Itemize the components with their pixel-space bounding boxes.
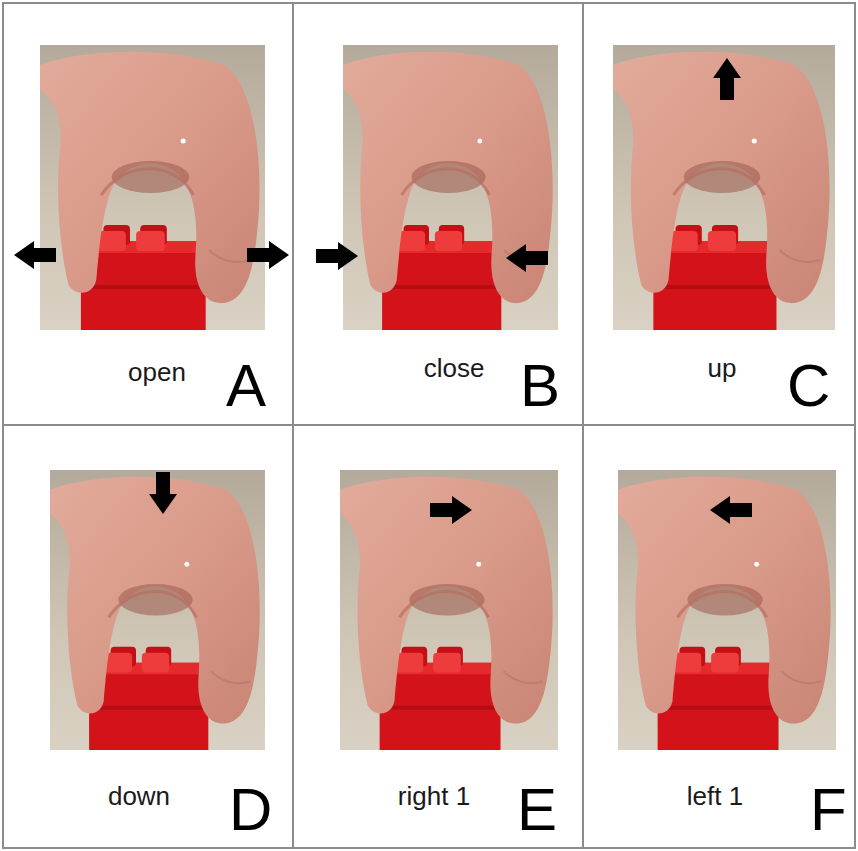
hand-photo [343, 45, 558, 330]
panel-letter: D [229, 780, 272, 840]
motion-label: left 1 [687, 782, 743, 812]
panel-letter: A [226, 356, 266, 416]
direction-arrow [506, 244, 548, 272]
panel-cell: up C [582, 2, 856, 426]
panel-letter: C [787, 356, 830, 416]
direction-arrow [713, 58, 741, 100]
panel-cell: left 1 F [582, 424, 856, 849]
hand-photo [613, 45, 835, 330]
direction-arrow [149, 472, 177, 514]
panel-cell: right 1 E [292, 424, 584, 849]
motion-label: down [108, 782, 170, 812]
panel-cell: close B [292, 2, 584, 426]
hand-photo [340, 470, 558, 750]
panel-letter: E [517, 780, 557, 840]
direction-arrow [710, 496, 752, 524]
panel-letter: B [520, 356, 560, 416]
motion-label: right 1 [398, 782, 470, 812]
motion-label: close [424, 354, 485, 384]
direction-arrow [14, 241, 56, 269]
hand-photo [618, 470, 836, 750]
direction-arrow [316, 242, 358, 270]
panel-letter: F [810, 780, 847, 840]
direction-arrow [247, 241, 289, 269]
panel-cell: open A [2, 2, 294, 426]
direction-arrow [430, 496, 472, 524]
motion-label: up [708, 354, 737, 384]
motion-label: open [128, 358, 186, 388]
hand-photo [40, 45, 265, 330]
panel-cell: down D [2, 424, 294, 849]
hand-photo [50, 470, 265, 750]
